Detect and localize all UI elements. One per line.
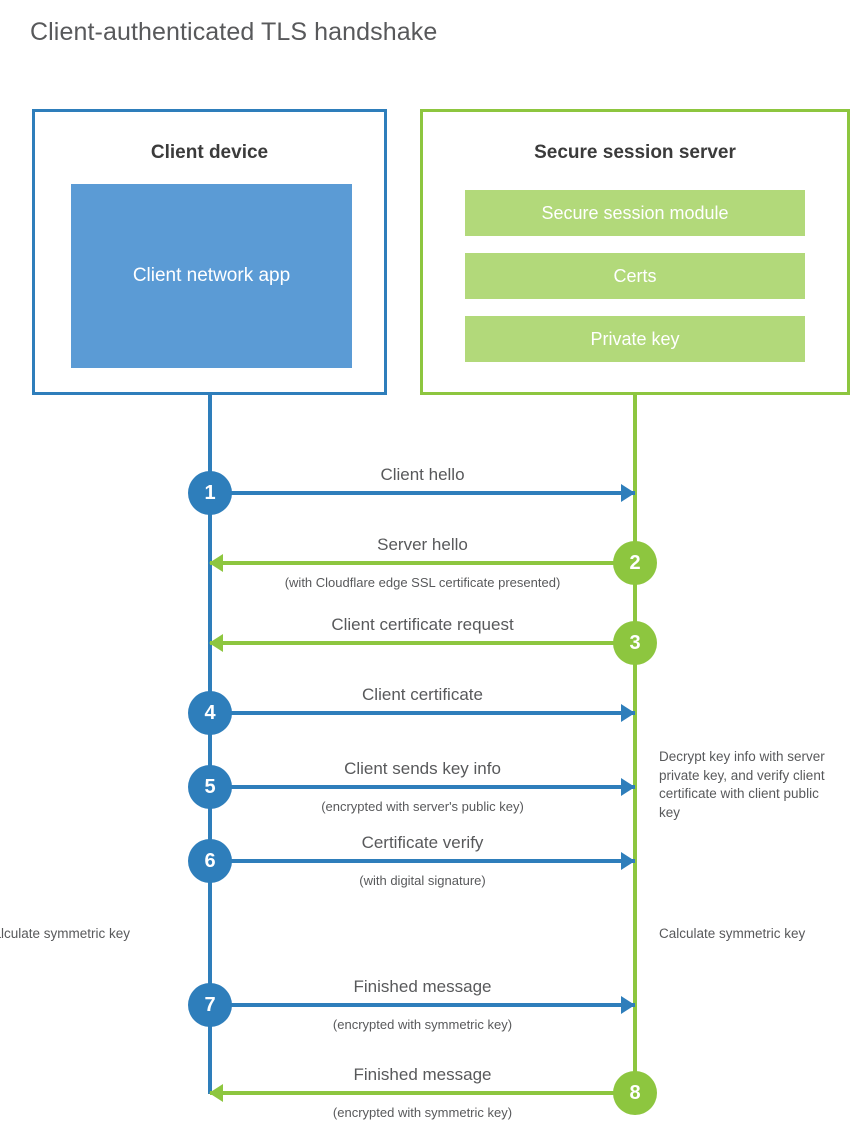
message-label-8: Finished message [353,1065,492,1084]
message-arrow-4 [210,711,635,715]
message-arrow-1 [210,491,635,495]
message-sublabel-8: (encrypted with symmetric key) [332,1105,513,1120]
step-circle-4[interactable]: 4 [188,691,232,735]
message-sublabel-7: (encrypted with symmetric key) [332,1017,513,1032]
server-component-certs: Certs [465,253,805,299]
message-sublabel-2: (with Cloudflare edge SSL certificate pr… [284,575,561,590]
server-decrypt-annotation: Decrypt key info with server private key… [659,749,825,820]
arrow-head-4 [621,704,635,722]
step-circle-2[interactable]: 2 [613,541,657,585]
client-calculate-symmetric-key-annotation: Calculate symmetric key [0,926,130,941]
arrow-head-6 [621,852,635,870]
arrow-head-2 [209,554,223,572]
page-title: Client-authenticated TLS handshake [30,18,438,46]
message-sublabel-5: (encrypted with server's public key) [321,799,524,814]
step-circle-5[interactable]: 5 [188,765,232,809]
secure-session-server-title: Secure session server [534,142,736,163]
message-label-1: Client hello [380,465,465,484]
message-arrow-3 [210,641,635,645]
client-lifeline [208,394,212,1094]
message-arrow-7 [210,1003,635,1007]
arrow-head-5 [621,778,635,796]
message-label-6: Certificate verify [361,833,484,852]
arrow-head-3 [209,634,223,652]
message-arrow-5 [210,785,635,789]
message-arrow-6 [210,859,635,863]
step-circle-7[interactable]: 7 [188,983,232,1027]
message-label-2: Server hello [377,535,468,554]
message-arrow-8 [210,1091,635,1095]
client-device-box: Client device Client network app [32,109,387,395]
step-circle-1[interactable]: 1 [188,471,232,515]
message-sublabel-6: (with digital signature) [359,873,486,888]
server-lifeline [633,394,637,1094]
step-circle-6[interactable]: 6 [188,839,232,883]
client-network-app-box: Client network app [71,184,352,368]
arrow-head-8 [209,1084,223,1102]
step-circle-3[interactable]: 3 [613,621,657,665]
arrow-head-1 [621,484,635,502]
server-calculate-symmetric-key-annotation: Calculate symmetric key [659,926,806,941]
message-label-7: Finished message [353,977,492,996]
server-component-private-key: Private key [465,316,805,362]
arrow-head-7 [621,996,635,1014]
message-arrow-2 [210,561,635,565]
step-circle-8[interactable]: 8 [613,1071,657,1115]
message-label-3: Client certificate request [331,615,514,634]
secure-session-server-box: Secure session server Secure session mod… [420,109,850,395]
message-label-4: Client certificate [362,685,483,704]
message-label-5: Client sends key info [344,759,501,778]
server-component-secure-session-module: Secure session module [465,190,805,236]
client-device-title: Client device [150,142,269,163]
